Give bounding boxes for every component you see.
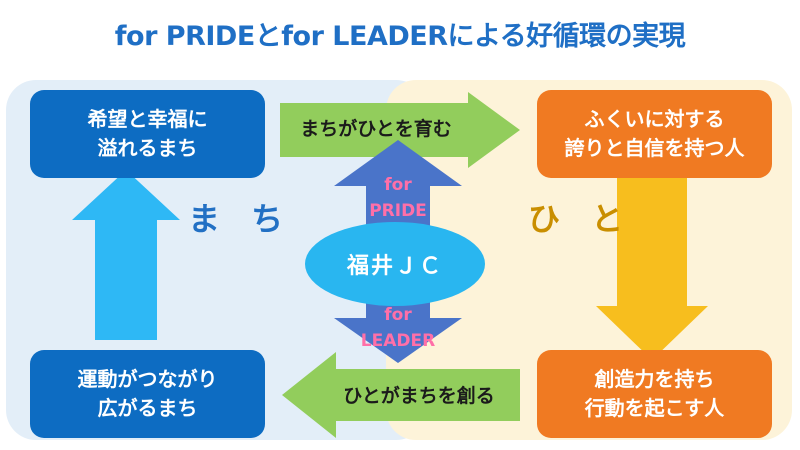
machi-top-box: 希望と幸福に 溢れるまち	[30, 90, 265, 178]
hito-label: ひ と	[528, 200, 634, 238]
machi-top-line-1: 希望と幸福に	[87, 107, 208, 131]
machi-bottom-box: 運動がつながり 広がるまち	[30, 350, 265, 438]
for-pride-line-1: for	[384, 175, 412, 195]
hito-bottom-line-2: 行動を起こす人	[584, 396, 725, 420]
for-leader-arrow	[334, 296, 462, 363]
hito-bottom-line-1: 創造力を持ち	[594, 367, 715, 391]
hito-to-machi-text: ひとがまちを創る	[343, 385, 495, 407]
hito-down-arrow	[596, 176, 708, 360]
hito-bottom-box: 創造力を持ち 行動を起こす人	[537, 350, 772, 438]
hito-to-machi-arrow	[282, 352, 520, 438]
machi-bottom-line-2: 広がるまち	[97, 396, 198, 420]
for-pride-arrow	[334, 140, 462, 230]
for-leader-line-1: for	[384, 305, 412, 325]
machi-top-line-2: 溢れるまち	[97, 136, 198, 160]
machi-to-hito-arrow	[280, 92, 520, 168]
machi-to-hito-text: まちがひとを育む	[300, 118, 452, 140]
for-pride-text: for PRIDE	[348, 172, 448, 224]
hito-top-line-1: ふくいに対する	[584, 107, 725, 131]
machi-up-arrow	[72, 170, 180, 340]
machi-label: ま ち	[188, 200, 294, 238]
for-pride-line-2: PRIDE	[369, 201, 427, 221]
hito-top-line-2: 誇りと自信を持つ人	[564, 136, 745, 160]
fukui-jc-ellipse: 福井ＪＣ	[305, 222, 485, 306]
for-leader-line-2: LEADER	[360, 331, 436, 351]
for-leader-text: for LEADER	[348, 302, 448, 354]
page-title: for PRIDEとfor LEADERによる好循環の実現	[114, 21, 686, 52]
fukui-jc-label: 福井ＪＣ	[346, 254, 443, 279]
hito-top-box: ふくいに対する 誇りと自信を持つ人	[537, 90, 772, 178]
machi-bottom-line-1: 運動がつながり	[77, 367, 218, 391]
